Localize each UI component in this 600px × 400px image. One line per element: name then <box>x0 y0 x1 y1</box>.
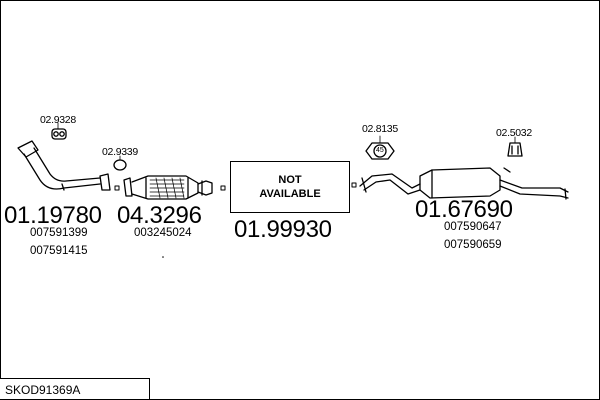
oem-number: 007591399 <box>30 227 88 239</box>
hanger-drawing-02-5032 <box>507 142 523 157</box>
front-pipe-drawing <box>17 140 111 191</box>
gasket-drawing-02-9328 <box>51 128 67 140</box>
oem-number: 007591415 <box>30 245 88 257</box>
part-number-centre-section: 01.99930 <box>234 216 332 243</box>
not-available-box: NOT AVAILABLE <box>230 161 350 213</box>
not-available-line: AVAILABLE <box>259 188 321 200</box>
ref-label-02-8135: 02.8135 <box>362 123 398 135</box>
ref-label-02-9339: 02.9339 <box>102 146 138 158</box>
clamp-drawing-02-8135 <box>365 142 395 160</box>
ring-drawing-02-9339 <box>113 159 127 171</box>
clamp-size-label: 45 <box>376 147 384 154</box>
connector-mark <box>351 182 357 188</box>
set-code: SKOD91369A <box>5 383 81 397</box>
stray-mark <box>162 256 164 258</box>
catalytic-converter-drawing <box>123 175 213 200</box>
rear-section-drawing <box>359 167 569 200</box>
ref-label-02-5032: 02.5032 <box>496 127 532 139</box>
part-number-rear-section: 01.67690 <box>415 196 513 223</box>
oem-number: 003245024 <box>134 227 192 239</box>
connector-mark <box>114 185 120 191</box>
set-code-box: SKOD91369A <box>0 378 150 399</box>
oem-number: 007590659 <box>444 239 502 251</box>
not-available-line: NOT <box>278 174 302 186</box>
connector-mark <box>220 185 226 191</box>
part-number-catalytic-converter: 04.3296 <box>117 202 202 229</box>
ref-label-02-9328: 02.9328 <box>40 114 76 126</box>
part-number-front-pipe: 01.19780 <box>4 202 102 229</box>
oem-number: 007590647 <box>444 221 502 233</box>
